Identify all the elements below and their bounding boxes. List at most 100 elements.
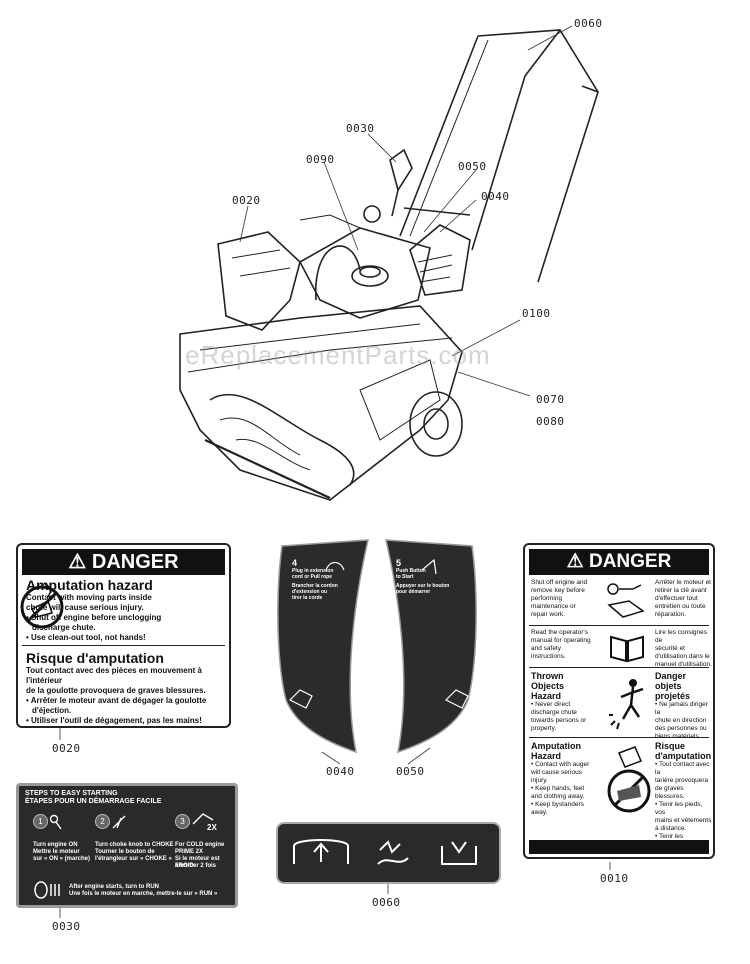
text-line: manual for operating [531, 637, 591, 644]
text-line: Read the operator's [531, 629, 588, 636]
row1-en: Shut off engine and remove key before pe… [531, 579, 591, 619]
callout-0010: 0010 [600, 872, 629, 885]
text-line: tarière provoquera [655, 777, 709, 784]
text-line: performing [531, 595, 563, 602]
heading: projetés [655, 691, 691, 701]
callout-0100: 0100 [522, 307, 551, 320]
step-text: amorcer 2 fois [175, 863, 217, 869]
primer-icon [192, 813, 214, 825]
step-text: Tourner le bouton de [95, 849, 155, 855]
text-line: • Keep hands, feet [531, 785, 585, 792]
heading: Danger objets [655, 671, 687, 691]
text-line: manuel d'utilisation. [655, 661, 712, 668]
text-line: Lire les consignes de [655, 629, 708, 644]
step-text: Turn choke knob to CHOKE [95, 842, 174, 848]
text-line: chute en direction [655, 717, 707, 724]
text-line: retirer la clé avant [655, 587, 707, 594]
text-line: d'effectuer tout [655, 595, 698, 602]
decal-0010-danger-safety: ⚠ DANGER Shut off engine and remove key … [523, 543, 715, 859]
callout-0020-top: 0020 [232, 194, 261, 207]
callout-0090: 0090 [306, 153, 335, 166]
text-line: instructions. [531, 653, 566, 660]
text-line: Push Button [396, 568, 426, 574]
row2-fr: Lire les consignes de sécurité et d'util… [655, 629, 713, 669]
decal-0040-shape [277, 539, 369, 754]
callout-0040-top: 0040 [481, 190, 510, 203]
text-line: de graves blessures. [655, 785, 685, 800]
text-line: towards persons or [531, 717, 587, 724]
heading-en: STEPS TO EASY STARTING [25, 790, 118, 797]
row3-en: Thrown Objects Hazard • Never direct dis… [531, 671, 595, 733]
text-line: • Never direct [531, 701, 571, 708]
title-fr: Risque d'amputation [26, 650, 164, 666]
throttle-icon [34, 881, 60, 899]
pull-cord-icon [325, 561, 345, 571]
callout-0080: 0080 [536, 415, 565, 428]
text-line: • Utiliser l'outil de dégagement, pas le… [26, 716, 202, 725]
manual-book-icon [610, 635, 644, 663]
text-line: d'éjection. [32, 706, 72, 715]
decal-0050-text: 5 Push Button to Start Appuyer sur le bo… [396, 559, 462, 596]
text-line: maintenance or [531, 603, 576, 610]
callout-0060-bottom: 0060 [372, 896, 401, 909]
text-line: chute will cause serious injury. [26, 603, 144, 612]
text-line: • Arrêter le moteur avant de dégager la … [26, 696, 207, 705]
decal-0060-control-icons [276, 822, 501, 884]
step-number: 4 [292, 558, 298, 568]
text-line: des personnes ou [655, 725, 707, 732]
text-line: Shut off engine and [531, 579, 588, 586]
prime-count: 2X [207, 823, 217, 832]
step-text: Mettre le moteur [33, 849, 80, 855]
arrow-up-icon [313, 842, 329, 862]
heading-fr: ÉTAPES POUR UN DÉMARRAGE FACILE [25, 798, 162, 805]
step-text: PRIME 2X [175, 849, 204, 855]
text-line: Contact with moving parts inside [26, 593, 152, 602]
leader-lines [59, 25, 611, 918]
text-line: discharge chute [531, 709, 577, 716]
text-line: réparation. [655, 611, 687, 618]
text-line: and clothing away. [531, 793, 585, 800]
text-line: cord or Pull rope [292, 574, 333, 580]
text-line: will cause serious [531, 769, 582, 776]
snow-thrower-drawing [179, 29, 599, 501]
text-line: entretien ou toute [655, 603, 706, 610]
decal-0040-text: 4 Plug in extension cord or Pull rope Br… [292, 558, 352, 602]
text-line: de la goulotte provoquera de graves bles… [26, 686, 206, 695]
heading: Risque [655, 741, 686, 751]
text-line: à distance. [655, 825, 687, 832]
text-line: to Start [396, 574, 414, 580]
heading: d'amputation [655, 751, 712, 761]
text-line: • Tenir les pieds, vos [655, 801, 703, 816]
step-number: 3 [175, 814, 190, 829]
step-text: Si le moteur est FROID [175, 856, 220, 869]
callout-0070: 0070 [536, 393, 565, 406]
auger-engage-icon [377, 840, 409, 865]
decal-0020-danger-amputation: ⚠ DANGER Amputation hazard Contact with … [16, 543, 231, 728]
heading: Amputation [531, 741, 581, 751]
step-number: 1 [33, 814, 48, 829]
text-line: Tout contact avec des pièces en mouvemen… [26, 666, 202, 685]
text-line: • Contact with auger [531, 761, 590, 768]
watermark: eReplacementParts.com [185, 340, 491, 370]
thrown-objects-icon [609, 679, 644, 730]
decal-footer-strip [529, 840, 709, 854]
text-line: Arrêter le moteur et [655, 579, 711, 586]
step-text: l'étrangleur sur « CHOKE » [95, 856, 172, 862]
callout-0030-top: 0030 [346, 122, 375, 135]
decal-0030-steps-to-starting: STEPS TO EASY STARTING ÉTAPES POUR UN DÉ… [16, 783, 238, 908]
release-icon [441, 841, 477, 865]
text-line: injury. [531, 777, 548, 784]
callout-0020-bottom: 0020 [52, 742, 81, 755]
text-line: repair work. [531, 611, 565, 618]
callout-0060-top: 0060 [574, 17, 603, 30]
row1-fr: Arrêter le moteur et retirer la clé avan… [655, 579, 713, 619]
text-line: mains et vêtements [655, 817, 712, 824]
text-line: d'extension ou [292, 589, 328, 595]
text-line: biens matériels. [655, 733, 701, 740]
handle-bar-icon [293, 839, 349, 864]
step-text: Turn engine ON [33, 842, 78, 848]
callout-0040-bottom: 0040 [326, 765, 355, 778]
step-text: Une fois le moteur en marche, mettre-le … [69, 891, 218, 897]
text-line: • Ne jamais diriger la [655, 701, 708, 716]
